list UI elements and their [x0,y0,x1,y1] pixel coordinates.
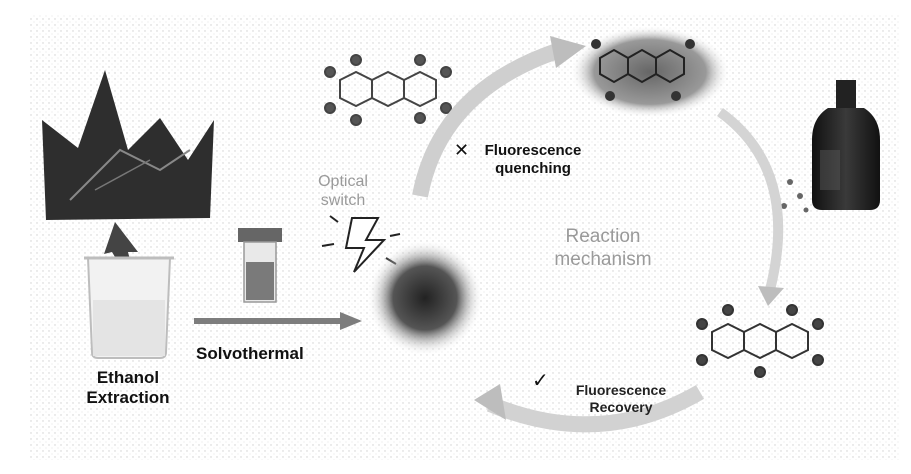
ethanol-extraction-label: Ethanol Extraction [68,368,188,409]
optical-line: Optical [298,172,388,191]
extraction-line: Extraction [68,388,188,408]
ethanol-line: Ethanol [68,368,188,388]
recovery-line-2: Recovery [556,399,686,416]
carbon-dot-glow [367,240,483,356]
fluorescence-recovery-label: Fluorescence Recovery [556,382,686,416]
recovery-line-1: Fluorescence [556,382,686,399]
molecule-cloud [570,26,730,118]
optical-switch-label: Optical switch [298,172,388,210]
vial-icon [238,228,282,302]
mechanism-line: mechanism [528,249,678,272]
quenching-line-2: quenching [468,160,598,178]
quenching-line-1: Fluorescence [468,142,598,160]
cross-icon: ✕ [454,140,469,161]
solvothermal-label: Solvothermal [196,344,346,364]
beaker-icon [84,258,174,358]
reaction-line: Reaction [528,226,678,249]
switch-line: switch [298,191,388,210]
reaction-mechanism-label: Reaction mechanism [528,226,678,272]
check-icon: ✓ [532,368,549,392]
fluorescence-quenching-label: Fluorescence quenching [468,142,598,178]
